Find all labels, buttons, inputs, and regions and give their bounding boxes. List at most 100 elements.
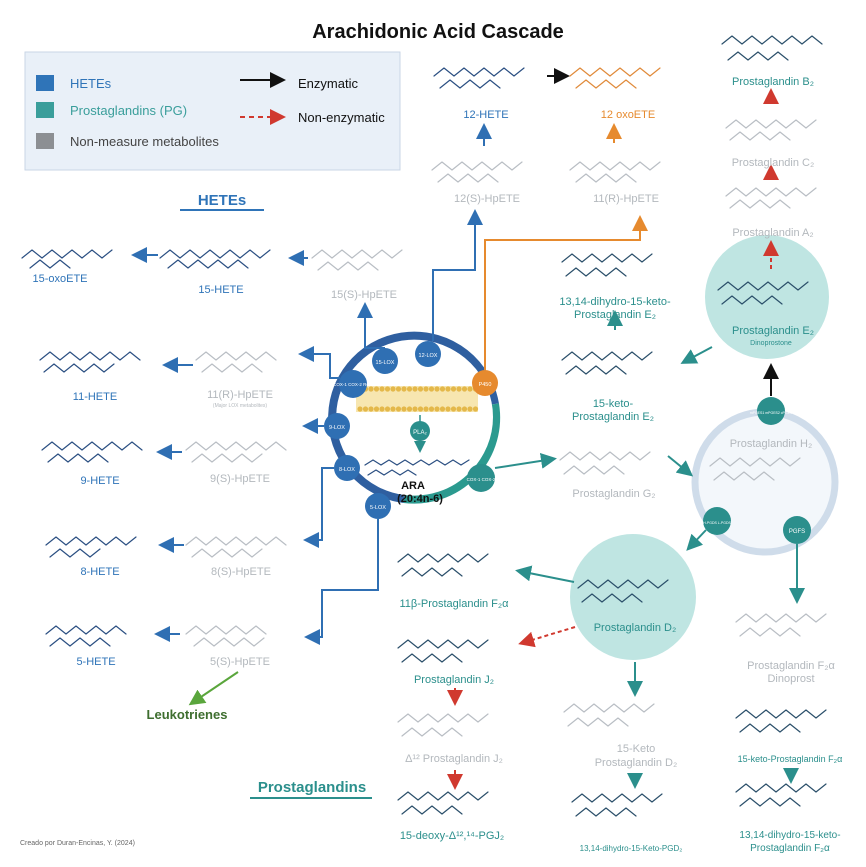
label-pgc2: Prostaglandin C₂	[732, 157, 815, 169]
membrane-bead	[395, 406, 402, 412]
label-8-hete: 8-HETE	[80, 566, 119, 578]
label-pgd2: Prostaglandin D₂	[594, 622, 677, 634]
membrane-bead	[417, 386, 424, 392]
label-pgb2: Prostaglandin B₂	[732, 76, 814, 88]
legend-label-hetes: HETEs	[70, 76, 112, 91]
label-pgj2: Prostaglandin J₂	[414, 674, 494, 686]
membrane-bead	[384, 406, 391, 412]
membrane-bead	[445, 386, 451, 392]
membrane-bead	[412, 406, 418, 412]
legend-swatch-nonmeasure	[36, 133, 54, 149]
membrane-bead	[439, 406, 446, 412]
membrane-bead	[362, 406, 369, 412]
pla2-label: PLA₂	[413, 430, 427, 436]
membrane-bead	[379, 406, 385, 412]
legend-label-nonmeasure: Non-measure metabolites	[70, 134, 219, 149]
membrane-bead	[357, 406, 363, 412]
membrane-bead	[406, 406, 413, 412]
enzyme-node-5lox: 5-LOX	[365, 493, 391, 519]
label-dhk-pgf2a-l2: Prostaglandin F₂α	[750, 843, 830, 854]
membrane-bead	[412, 386, 418, 392]
membrane-bead	[423, 386, 429, 392]
svg-text:12-LOX: 12-LOX	[419, 353, 438, 359]
label-15k-pgd2-l1: 15-Keto	[617, 743, 656, 755]
membrane-bead	[456, 406, 462, 412]
enzyme-node-pgds: H-PGDS L-PGDS	[703, 507, 731, 535]
membrane-bead	[401, 406, 407, 412]
label-15-deoxy-pgj2: 15-deoxy-Δ¹²,¹⁴-PGJ₂	[400, 830, 504, 842]
svg-text:PGFS: PGFS	[789, 529, 805, 535]
svg-text:9-LOX: 9-LOX	[329, 425, 345, 431]
label-12-oxoete: 12 oxoETE	[601, 109, 655, 121]
svg-text:15-LOX: 15-LOX	[376, 360, 395, 366]
arrow-p450	[484, 215, 648, 370]
arrow-leukotrienes	[188, 671, 239, 706]
membrane-bead	[395, 386, 402, 392]
membrane-bead	[450, 406, 457, 412]
label-pgh2: Prostaglandin H₂	[730, 438, 813, 450]
label-pge2: Prostaglandin E₂	[732, 325, 814, 337]
legend-label-enzymatic: Enzymatic	[298, 76, 358, 91]
arrows-nonenzymatic	[447, 88, 779, 790]
svg-text:COX-1 COX-2: COX-1 COX-2	[467, 477, 496, 482]
legend: HETEs Prostaglandins (PG) Non-measure me…	[24, 51, 401, 171]
highlight-pge2	[705, 235, 829, 359]
diagram-title: Arachidonic Acid Cascade	[312, 21, 564, 43]
membrane-bead	[445, 406, 451, 412]
label-dhk-pgd2: 13,14-dihydro-15-Keto-PGD₂	[580, 844, 683, 853]
svg-text:8-LOX: 8-LOX	[339, 467, 355, 473]
membrane-bead	[428, 406, 435, 412]
legend-label-pg: Prostaglandins (PG)	[70, 103, 187, 118]
membrane-bead	[373, 386, 380, 392]
label-dhk-pgf2a-l1: 13,14-dihydro-15-keto-	[739, 830, 840, 841]
section-hetes: HETEs	[198, 192, 246, 209]
enzyme-node-9lox: 9-LOX	[324, 413, 350, 439]
label-dhk-pge2-l1: 13,14-dihydro-15-keto-	[559, 296, 671, 308]
svg-text:COX-1 COX-2 ROS: COX-1 COX-2 ROS	[333, 382, 373, 387]
enzyme-node-p450: P450	[472, 370, 498, 396]
enzyme-node-pgfs: PGFS	[783, 516, 811, 544]
label-11r-hpete-side: 11(R)-HpETE	[207, 389, 273, 401]
membrane-bead	[401, 386, 407, 392]
label-12s-hpete: 12(S)-HpETE	[454, 193, 520, 205]
label-pgf2a-l2: Dinoprost	[767, 673, 814, 685]
enzyme-node-cox-ros: COX-1 COX-2 ROS	[333, 370, 373, 398]
ara-sublabel: (20:4n-6)	[397, 493, 443, 505]
label-15-oxoete: 15-oxoETE	[32, 273, 87, 285]
membrane-bead	[434, 386, 440, 392]
membrane-bead	[384, 386, 391, 392]
svg-text:P450: P450	[479, 382, 492, 388]
membrane-bead	[461, 386, 468, 392]
credit: Creado por Duran-Encinas, Y. (2024)	[20, 840, 135, 847]
membrane-bead	[368, 386, 374, 392]
label-pga2: Prostaglandin A₂	[732, 227, 813, 239]
ara-label: ARA	[401, 480, 425, 492]
membrane-bead	[472, 406, 479, 412]
label-pgf2a-l1: Prostaglandin F₂α	[747, 660, 835, 672]
enzyme-node-15lox: 15-LOX	[372, 348, 398, 374]
membrane-bead	[456, 386, 462, 392]
label-5s-hpete: 5(S)-HpETE	[210, 656, 270, 668]
label-11-hete: 11-HETE	[73, 391, 117, 403]
membrane-bead	[379, 386, 385, 392]
membrane-bead	[390, 386, 396, 392]
label-9s-hpete: 9(S)-HpETE	[210, 473, 270, 485]
membrane-bead	[373, 406, 380, 412]
membrane-bead	[461, 406, 468, 412]
label-9-hete: 9-HETE	[80, 475, 119, 487]
svg-text:5-LOX: 5-LOX	[370, 505, 386, 511]
label-15-hete: 15-HETE	[198, 284, 243, 296]
pla2-node	[410, 421, 430, 441]
membrane-bead	[439, 386, 446, 392]
membrane-bead	[390, 406, 396, 412]
label-15k-pgf2a: 15-keto-Prostaglandin F₂α	[738, 754, 843, 764]
label-pgf2b: 11β-Prostaglandin F₂α	[399, 598, 509, 610]
enzyme-node-8lox: 8-LOX	[334, 455, 360, 481]
enzyme-node-cox12: COX-1 COX-2	[467, 464, 496, 492]
label-d12-pgj2: Δ¹² Prostaglandin J₂	[405, 753, 503, 765]
label-5-hete: 5-HETE	[76, 656, 115, 668]
label-pge2-sub: Dinoprostone	[750, 340, 792, 347]
label-11r-hpete-note: (Major LOX metabolites)	[213, 403, 268, 409]
label-k-pge2-l2: Prostaglandin E₂	[572, 411, 654, 423]
